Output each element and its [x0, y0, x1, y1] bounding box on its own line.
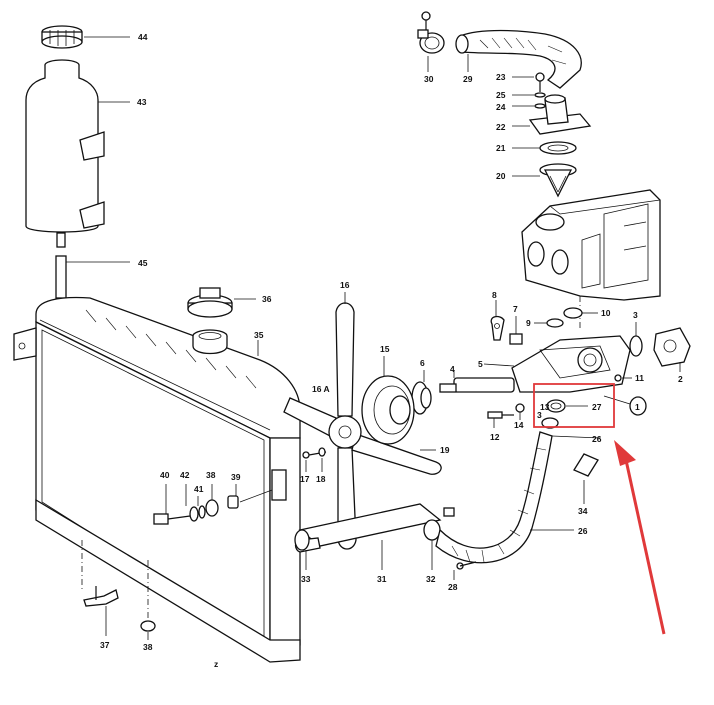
- callout-31: 31: [377, 574, 387, 584]
- highlight-box: [533, 383, 615, 428]
- lower-hose-pipe: [294, 503, 455, 570]
- water-pump-hose: [435, 431, 601, 580]
- callout-29: 29: [463, 74, 473, 84]
- callout-2: 2: [678, 374, 683, 384]
- callout-14: 14: [514, 420, 524, 430]
- callout-labels: 44 43 45 36 35 30 29 23 25 24 22 21 20 1…: [100, 32, 683, 669]
- callout-45: 45: [138, 258, 148, 268]
- callout-23: 23: [496, 72, 506, 82]
- callout-13: 13: [540, 402, 550, 412]
- callout-33: 33: [301, 574, 311, 584]
- callout-21: 21: [496, 143, 506, 153]
- expansion-hose: [55, 232, 130, 299]
- callout-24: 24: [496, 102, 506, 112]
- water-pump-assembly: [411, 300, 691, 429]
- callout-11: 11: [635, 373, 644, 383]
- fan-bolts: [302, 447, 436, 472]
- callout-40: 40: [160, 470, 170, 480]
- fan-pulley: [361, 356, 415, 445]
- radiator-cap: [187, 287, 256, 318]
- callout-41: 41: [194, 484, 204, 494]
- callout-27: 27: [592, 402, 602, 412]
- callout-38a: 38: [206, 470, 216, 480]
- hose-clamp-30: [417, 11, 445, 72]
- callout-26a: 26: [592, 434, 602, 444]
- callout-30: 30: [424, 74, 434, 84]
- callout-42: 42: [180, 470, 190, 480]
- callout-20: 20: [496, 171, 506, 181]
- callout-10: 10: [601, 308, 611, 318]
- callout-34: 34: [578, 506, 588, 516]
- thermostat-housing-parts: [512, 72, 592, 198]
- callout-8: 8: [492, 290, 497, 300]
- callout-22: 22: [496, 122, 506, 132]
- callout-4: 4: [450, 364, 455, 374]
- cylinder-head: [521, 189, 661, 330]
- callout-39: 39: [231, 472, 241, 482]
- callout-18: 18: [316, 474, 326, 484]
- upper-hose: [455, 29, 582, 89]
- red-pointer-arrow: [614, 440, 666, 635]
- callout-28: 28: [448, 582, 458, 592]
- callout-38b: 38: [143, 642, 153, 652]
- callout-6: 6: [420, 358, 425, 368]
- expansion-tank: [25, 59, 130, 233]
- callout-35: 35: [254, 330, 264, 340]
- callout-16: 16: [340, 280, 350, 290]
- expansion-tank-cap: [41, 25, 130, 49]
- callout-43: 43: [137, 97, 147, 107]
- callout-17: 17: [300, 474, 310, 484]
- callout-3a: 3: [633, 310, 638, 320]
- callout-16a: 16 A: [312, 384, 330, 394]
- callout-44: 44: [138, 32, 148, 42]
- callout-19: 19: [440, 445, 450, 455]
- radiator: [13, 296, 301, 663]
- callout-9: 9: [526, 318, 531, 328]
- callout-3b: 3: [537, 410, 542, 420]
- callout-36: 36: [262, 294, 272, 304]
- callout-z: z: [214, 659, 218, 669]
- callout-5: 5: [478, 359, 483, 369]
- callout-25: 25: [496, 90, 506, 100]
- callout-32: 32: [426, 574, 436, 584]
- callout-26b: 26: [578, 526, 588, 536]
- callout-1: 1: [635, 402, 640, 412]
- callout-12: 12: [490, 432, 500, 442]
- callout-37: 37: [100, 640, 110, 650]
- callout-7: 7: [513, 304, 518, 314]
- callout-15: 15: [380, 344, 390, 354]
- drain-tap-parts: [81, 484, 273, 640]
